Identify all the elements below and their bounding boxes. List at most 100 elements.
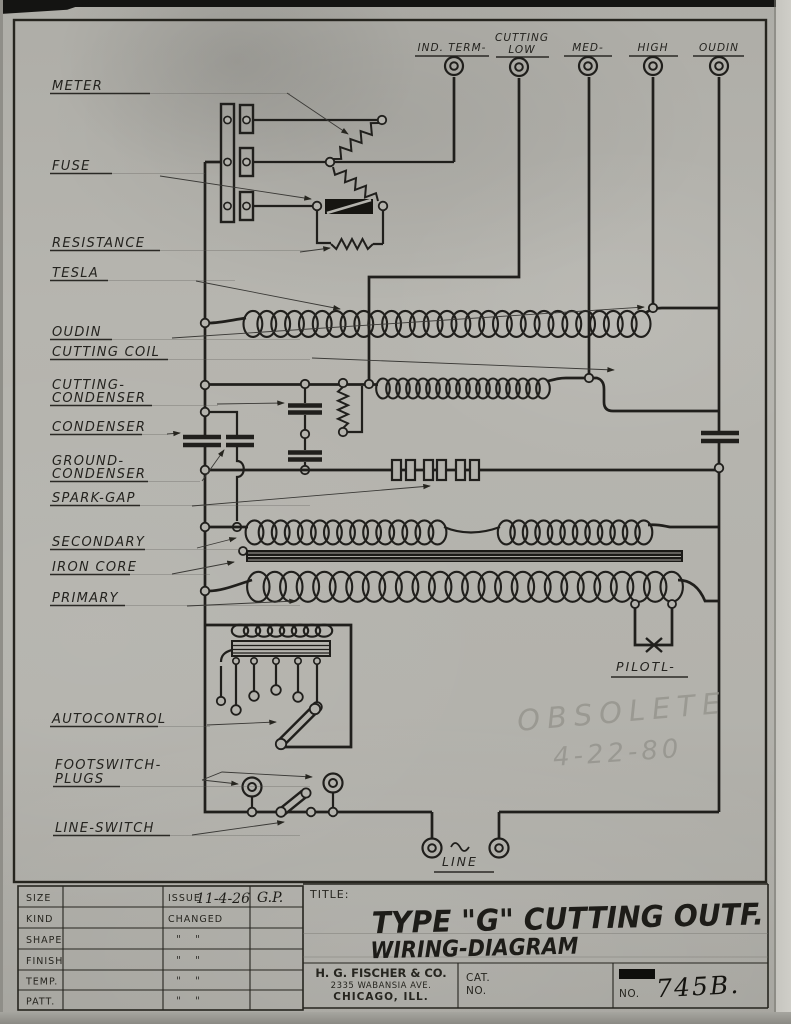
footswitch-plugs (241, 772, 344, 818)
changed-label: CHANGED (168, 914, 223, 925)
iron-core (238, 546, 683, 562)
rheostat-1 (332, 122, 380, 160)
primary-coil (199, 570, 719, 609)
terminal-med: MED- (564, 42, 612, 375)
svg-text:RESISTANCE: RESISTANCE (52, 236, 145, 251)
issue-date-handwritten: 11-4-26 (196, 891, 250, 907)
pilot-lamp: PILOTL- (611, 608, 688, 678)
svg-text:FOOTSWITCH-: FOOTSWITCH- (55, 758, 162, 773)
svg-text:METER: METER (52, 79, 103, 94)
line-terminals: LINE (421, 837, 510, 873)
photo-edge-bottom (0, 1012, 791, 1024)
svg-text:SPARK-GAP: SPARK-GAP (52, 491, 136, 506)
cutting-condenser (288, 388, 322, 476)
issue-initials: G.P. (257, 890, 283, 906)
svg-text:CUTTING COIL: CUTTING COIL (52, 345, 160, 360)
tesla-oudin-coil (199, 302, 719, 338)
autocontrol-winding (230, 623, 334, 638)
company-name: H. G. FISCHER & CO. (315, 966, 446, 980)
rheostat-terminal (376, 114, 388, 126)
svg-text:LINE-SWITCH: LINE-SWITCH (55, 821, 155, 836)
resistance-element (330, 236, 374, 252)
terminal-label: CUTTING (495, 32, 549, 44)
autocontrol-taps (230, 656, 323, 716)
label-resistance: RESISTANCE (50, 236, 331, 253)
svg-text:AUTOCONTROL: AUTOCONTROL (51, 712, 166, 727)
paper-crease-right (774, 0, 776, 1024)
pilot-label: PILOTL- (616, 659, 676, 674)
row-patt: PATT. (26, 997, 55, 1008)
svg-text:CONDENSER: CONDENSER (52, 391, 146, 406)
row-size: SIZE (26, 893, 51, 904)
title-area: TITLE: TYPE "G" CUTTING OUTF. WIRING-DIA… (303, 883, 769, 1009)
terminal-label: MED- (572, 42, 604, 54)
ditto-mark: " " (176, 995, 200, 1008)
svg-text:CUTTING-: CUTTING- (52, 378, 125, 393)
issue-label: ISSUE (168, 893, 201, 904)
ditto-mark: " " (176, 975, 200, 988)
right-bus-lower (497, 442, 721, 838)
company-address: 2335 WABANSIA AVE. (331, 981, 432, 991)
label-line-switch: LINE-SWITCH (53, 820, 300, 837)
row-shape: SHAPE (26, 935, 62, 946)
company-block: H. G. FISCHER & CO. 2335 WABANSIA AVE. C… (315, 963, 741, 1008)
fuse-block (205, 102, 255, 224)
svg-text:SECONDARY: SECONDARY (52, 535, 145, 550)
condenser (183, 434, 221, 448)
paper-edge-right (776, 0, 791, 1024)
svg-text:FUSE: FUSE (52, 159, 91, 174)
junction (324, 156, 336, 168)
shunt-loop (315, 210, 385, 246)
svg-text:PRIMARY: PRIMARY (52, 591, 119, 606)
label-fuse: FUSE (50, 159, 312, 201)
svg-text:TESLA: TESLA (52, 266, 99, 281)
svg-text:CONDENSER: CONDENSER (52, 420, 146, 435)
top-terminals: IND. TERM- CUTTING LOW MED- HIGH (367, 32, 744, 382)
svg-text:GROUND-: GROUND- (52, 454, 124, 469)
rheostat-2 (332, 166, 379, 202)
drawing-subtitle: WIRING-DIAGRAM (370, 934, 579, 965)
terminal-label: HIGH (637, 42, 668, 54)
label-tesla: TESLA (50, 266, 341, 311)
label-oudin: OUDIN (50, 304, 645, 341)
label-condenser: CONDENSER (50, 420, 181, 437)
label-meter: METER (50, 79, 349, 135)
redaction-mark (619, 969, 655, 979)
label-ground-condenser: GROUND- CONDENSER (50, 449, 225, 483)
cutting-coil (375, 377, 551, 400)
label-secondary: SECONDARY (50, 535, 240, 551)
svg-text:PLUGS: PLUGS (55, 772, 104, 787)
obsolete-stamp: OBSOLETE 4-22-80 (516, 686, 729, 773)
row-finish: FINISH (26, 956, 63, 967)
row-temp: TEMP. (25, 977, 58, 988)
drawing-number: 745B. (655, 970, 740, 1003)
svg-text:OUDIN: OUDIN (52, 325, 102, 340)
line-label: LINE (442, 854, 478, 869)
spark-gap (199, 458, 715, 482)
label-primary: PRIMARY (50, 591, 300, 607)
spec-table: SIZE KIND SHAPE FINISH TEMP. PATT. ISSUE… (17, 885, 304, 1011)
autocontrol (205, 623, 353, 751)
drawing-frame (12, 18, 768, 884)
terminal-oudin: OUDIN (693, 42, 744, 77)
terminal-label: LOW (508, 44, 535, 56)
cat-no-label: NO. (466, 985, 487, 997)
cat-label: CAT. (466, 972, 490, 984)
ditto-mark: " " (176, 954, 200, 967)
label-spark-gap: SPARK-GAP (50, 483, 431, 507)
component-labels: METER FUSE RESISTANCE TESLA OUDIN (50, 79, 645, 837)
secondary-coil (199, 519, 719, 546)
svg-text:IRON CORE: IRON CORE (52, 560, 137, 575)
title-block: SIZE KIND SHAPE FINISH TEMP. PATT. ISSUE… (17, 883, 769, 1011)
ditto-mark: " " (176, 933, 200, 946)
terminal-label: OUDIN (699, 42, 739, 54)
photo-edge-left (0, 0, 3, 1024)
line-switch (275, 787, 317, 818)
stamp-date: 4-22-80 (552, 734, 683, 773)
terminal-label: IND. TERM- (418, 42, 487, 54)
meter-rheostat-cluster (253, 114, 454, 252)
company-city: CHICAGO, ILL. (333, 991, 428, 1003)
ac-wave-icon (450, 842, 470, 852)
